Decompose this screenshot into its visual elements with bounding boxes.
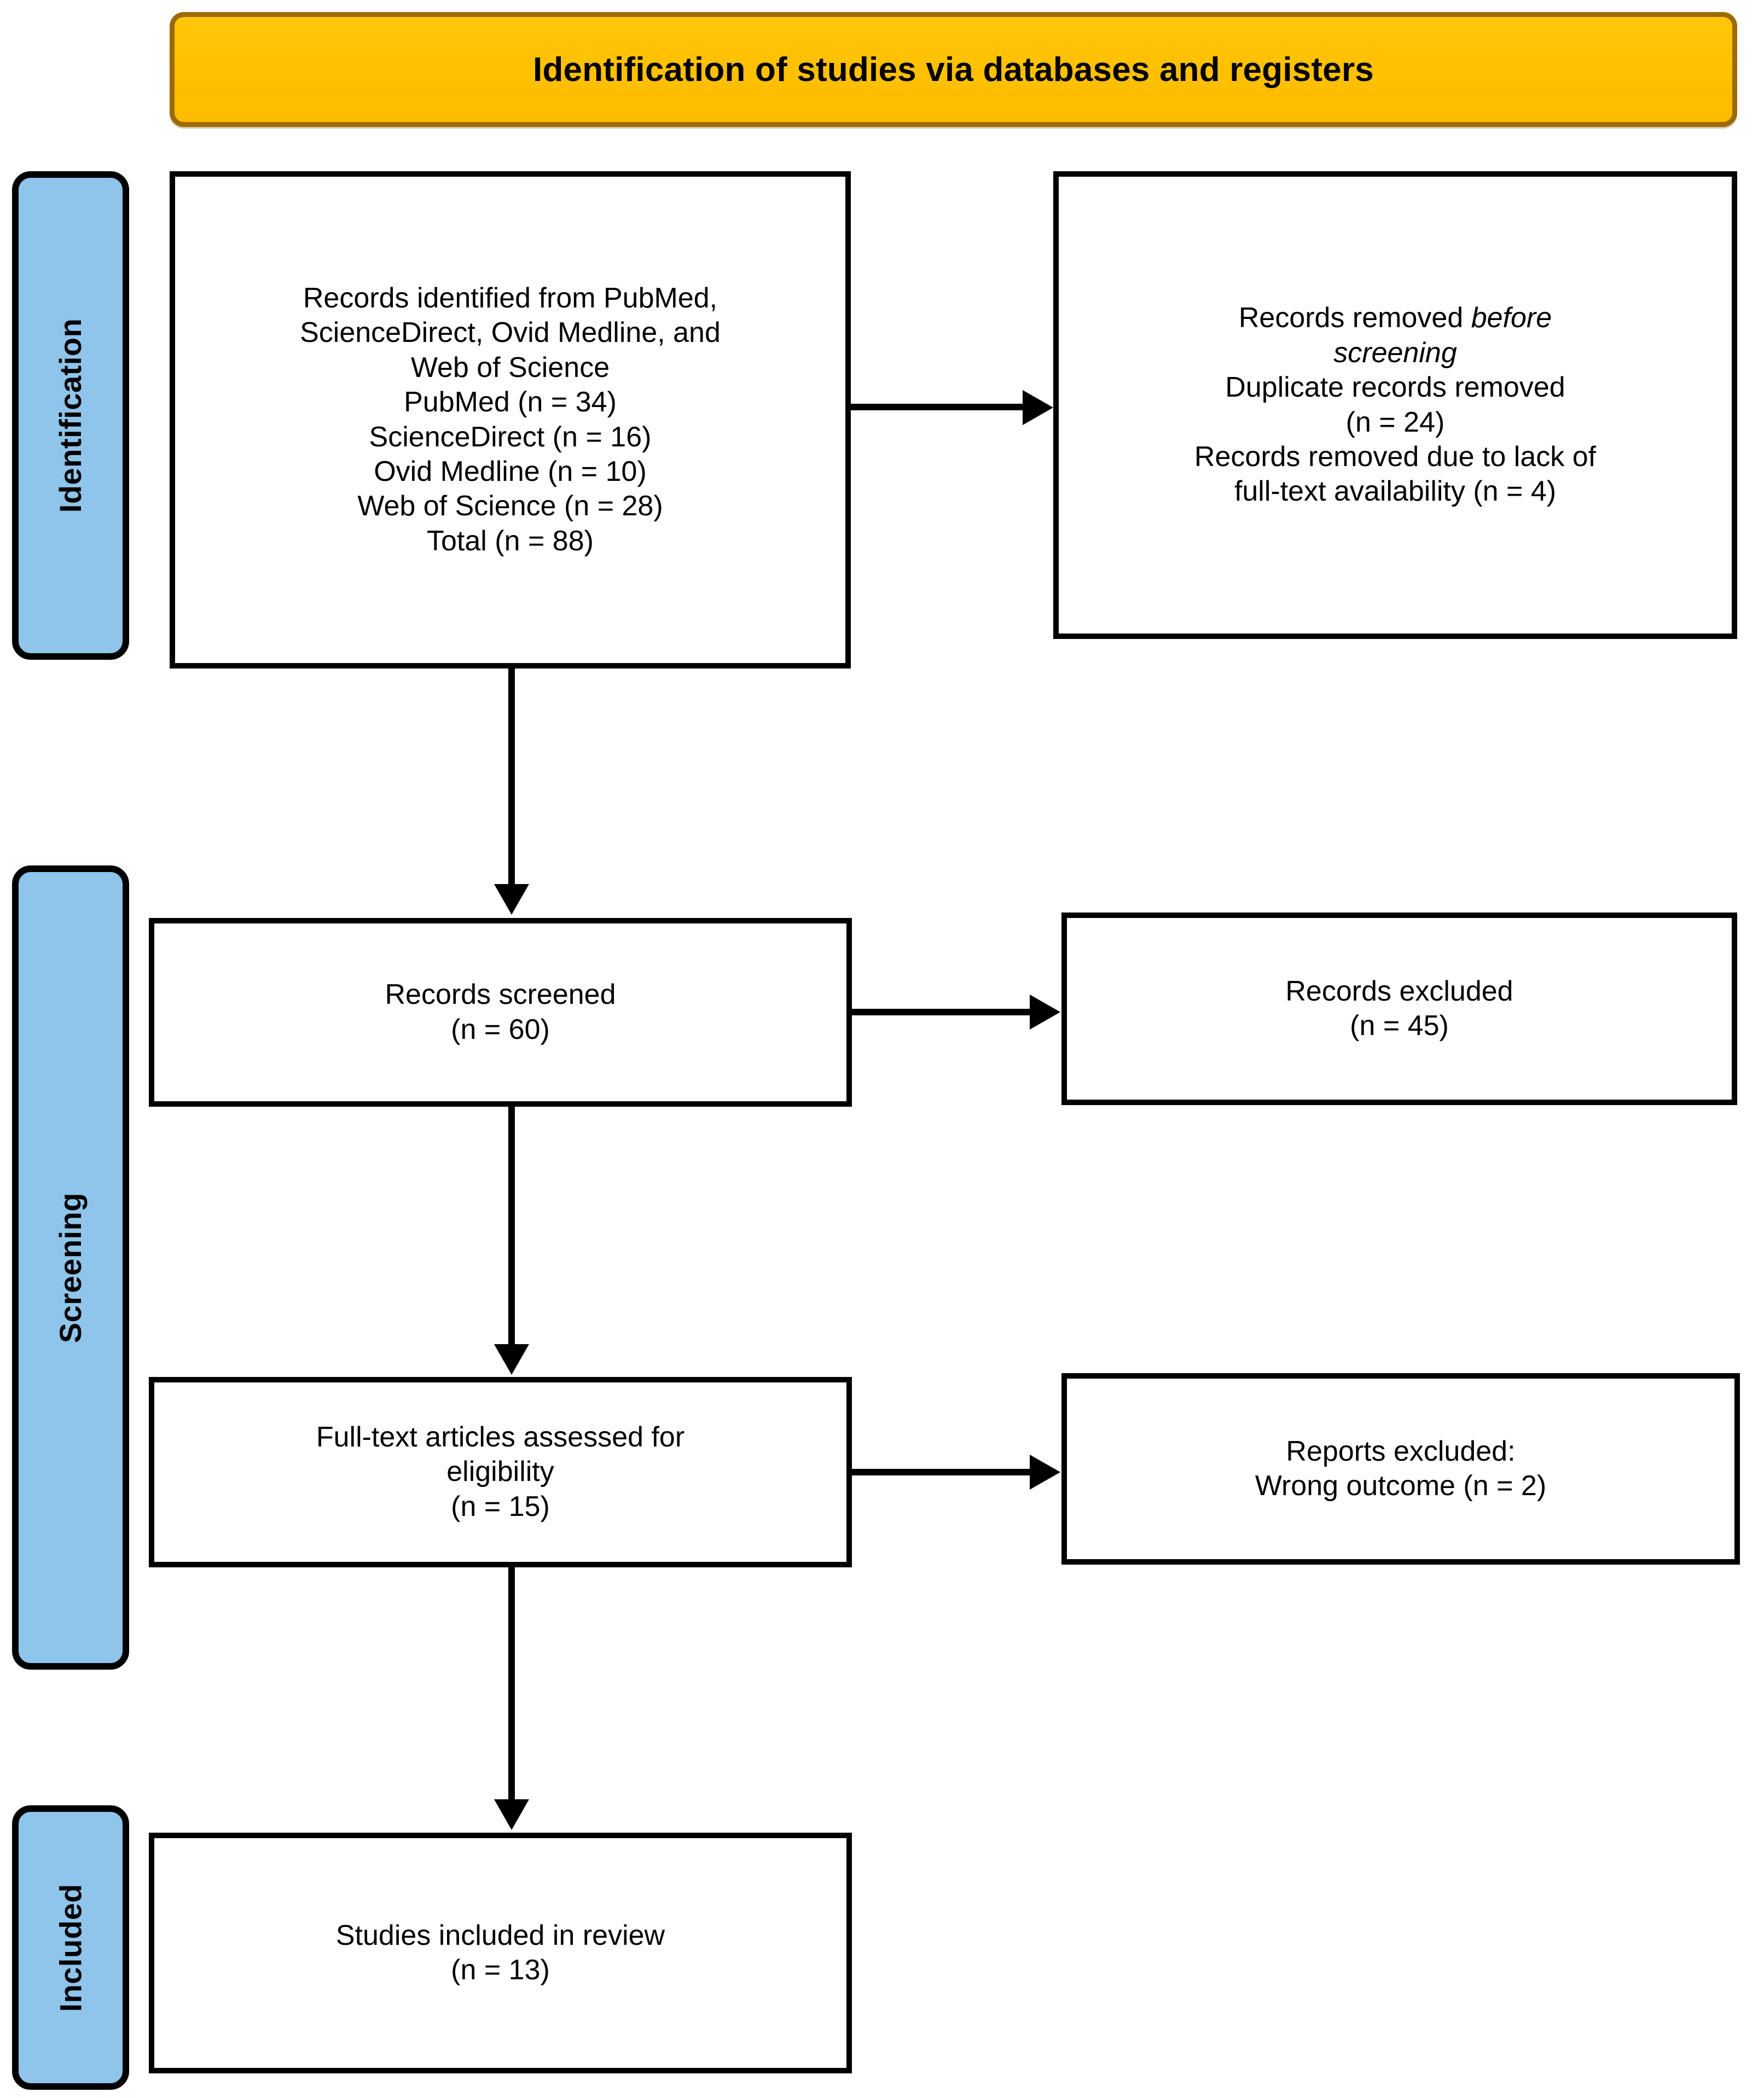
stage-sidebar-included: Included [12, 1805, 129, 2090]
identified-line: Web of Science (n = 28) [357, 490, 663, 522]
identified-line: Ovid Medline (n = 10) [374, 455, 647, 487]
arrow-right-icon [1030, 1455, 1060, 1490]
connector-fulltext-to-included [508, 1567, 515, 1803]
included-line: Studies included in review [335, 1919, 665, 1951]
box-studies-included: Studies included in review (n = 13) [149, 1833, 852, 2073]
box-records-screened: Records screened (n = 60) [149, 918, 852, 1107]
arrow-down-icon [494, 1344, 529, 1375]
arrow-down-icon [494, 884, 529, 915]
excluded-line: Records excluded [1285, 975, 1513, 1007]
removed-line: full-text availability (n = 4) [1234, 475, 1557, 508]
identified-line: PubMed (n = 34) [404, 386, 617, 419]
identified-line: Total (n = 88) [427, 525, 594, 557]
fulltext-line: eligibility [446, 1456, 554, 1488]
removed-line-1: Records removed before [1194, 301, 1596, 335]
fulltext-line: (n = 15) [451, 1490, 550, 1522]
stage-sidebar-screening: Screening [12, 865, 129, 1670]
removed-line: Records removed due to lack of [1194, 440, 1597, 473]
box-records-excluded-text: Records excluded (n = 45) [1285, 974, 1513, 1044]
fulltext-line: Full-text articles assessed for [316, 1421, 685, 1453]
removed-line: (n = 24) [1345, 406, 1445, 438]
box-records-identified-text: Records identified from PubMed, ScienceD… [300, 281, 721, 559]
arrow-right-icon [1023, 390, 1053, 425]
identified-line: ScienceDirect (n = 16) [369, 421, 652, 453]
box-reports-excluded-text: Reports excluded: Wrong outcome (n = 2) [1255, 1434, 1546, 1504]
identified-line: Records identified from PubMed, [303, 282, 718, 314]
box-records-removed-before-screening: Records removed before screening Duplica… [1053, 171, 1737, 639]
reports-excluded-line: Reports excluded: [1286, 1435, 1516, 1467]
box-studies-included-text: Studies included in review (n = 13) [336, 1919, 665, 1988]
arrow-right-icon [1030, 995, 1060, 1030]
box-records-removed-text: Records removed before screening Duplica… [1194, 301, 1596, 509]
box-reports-excluded: Reports excluded: Wrong outcome (n = 2) [1061, 1373, 1740, 1565]
identified-line: ScienceDirect, Ovid Medline, and [300, 317, 721, 349]
connector-screened-to-fulltext [508, 1107, 515, 1347]
included-line: (n = 13) [451, 1954, 550, 1986]
connector-screened-to-excluded [852, 1009, 1032, 1015]
arrow-down-icon [494, 1799, 529, 1830]
connector-fulltext-to-reports-excluded [852, 1469, 1032, 1475]
box-records-excluded: Records excluded (n = 45) [1061, 913, 1737, 1105]
screened-line: (n = 60) [451, 1013, 550, 1045]
removed-line-2-italic: screening [1333, 336, 1457, 369]
box-records-identified: Records identified from PubMed, ScienceD… [170, 171, 851, 669]
stage-sidebar-identification: Identification [12, 171, 129, 660]
stage-label-screening: Screening [53, 1192, 88, 1343]
identified-line: Web of Science [410, 351, 610, 383]
reports-excluded-line: Wrong outcome (n = 2) [1255, 1470, 1547, 1502]
stage-label-identification: Identification [53, 318, 88, 513]
connector-identified-to-removed [851, 404, 1026, 410]
removed-line: Duplicate records removed [1225, 371, 1565, 404]
box-fulltext-assessed-text: Full-text articles assessed for eligibil… [316, 1420, 684, 1524]
connector-identified-to-screened [508, 669, 515, 887]
diagram-title: Identification of studies via databases … [533, 50, 1374, 89]
removed-line-1-prefix: Records removed [1238, 302, 1471, 334]
excluded-line: (n = 45) [1350, 1010, 1449, 1042]
removed-line-2: screening [1194, 336, 1596, 370]
box-fulltext-assessed: Full-text articles assessed for eligibil… [149, 1377, 852, 1567]
box-records-screened-text: Records screened (n = 60) [385, 978, 616, 1047]
stage-label-included: Included [53, 1883, 88, 2012]
diagram-header-banner: Identification of studies via databases … [170, 12, 1737, 127]
screened-line: Records screened [385, 979, 616, 1011]
removed-line-1-italic: before [1471, 302, 1552, 334]
